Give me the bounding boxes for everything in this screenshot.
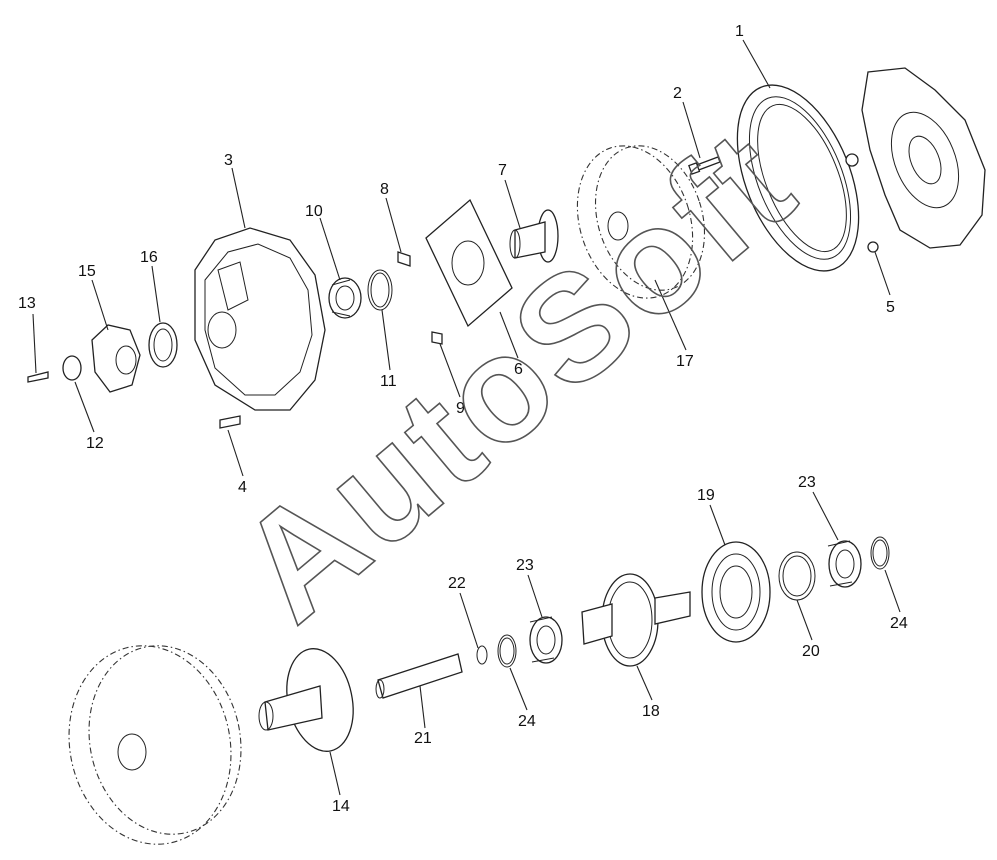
callout-24-right: 24: [890, 615, 908, 632]
part-engine-adapter-plate: [861, 67, 986, 249]
part-2-bolt: [688, 156, 721, 175]
part-8-bolt: [397, 251, 411, 267]
part-24-ring-left: [497, 634, 517, 668]
part-7-flange-shaft: [509, 209, 559, 263]
part-5-nut: [867, 241, 879, 253]
part-16-seal: [148, 322, 178, 368]
callout-21: 21: [414, 730, 432, 747]
callout-12: 12: [86, 435, 104, 452]
part-3-bell-housing: [194, 227, 326, 411]
part-17-torque-converter: [576, 145, 706, 299]
part-15-yoke: [91, 324, 141, 393]
part-22-snap-ring: [476, 645, 488, 665]
callout-23-left: 23: [516, 557, 534, 574]
part-torque-converter-bottom: [68, 645, 242, 845]
callout-9: 9: [456, 400, 465, 417]
callout-2: 2: [673, 85, 682, 102]
part-24-ring-right: [870, 536, 890, 570]
callout-16: 16: [140, 249, 158, 266]
part-1-housing-ring: [736, 84, 860, 272]
part-12-washer: [62, 355, 82, 381]
callout-24-left: 24: [518, 713, 536, 730]
callout-20: 20: [802, 643, 820, 660]
callout-8: 8: [380, 181, 389, 198]
callout-15: 15: [78, 263, 96, 280]
part-10-bearing: [328, 277, 362, 319]
callout-5: 5: [886, 299, 895, 316]
callout-23-right: 23: [798, 474, 816, 491]
part-23-bearing-right: [827, 540, 862, 588]
part-13-bolt: [27, 371, 49, 383]
callout-6: 6: [514, 361, 523, 378]
callout-13: 13: [18, 295, 36, 312]
callout-22: 22: [448, 575, 466, 592]
callout-14: 14: [332, 798, 350, 815]
part-20-snap-ring: [778, 551, 816, 601]
callout-17: 17: [676, 353, 694, 370]
callout-18: 18: [642, 703, 660, 720]
part-23-bearing-left: [529, 616, 563, 664]
callout-1: 1: [735, 23, 744, 40]
part-11-snap-ring: [367, 269, 393, 311]
leader-lines: [32, 39, 901, 796]
callout-3: 3: [224, 152, 233, 169]
part-9-bolt: [431, 331, 443, 345]
callout-7: 7: [498, 162, 507, 179]
callout-19: 19: [697, 487, 715, 504]
part-18-gear-shaft: [581, 573, 691, 667]
part-4-bolt: [219, 415, 241, 429]
callout-11: 11: [380, 373, 397, 390]
callout-10: 10: [305, 203, 323, 220]
callout-4: 4: [238, 479, 247, 496]
part-21-input-shaft: [375, 653, 463, 699]
part-6-flex-plate: [425, 198, 513, 328]
part-14-stator-support: [258, 648, 354, 752]
callout-labels: 1 2 3 4 5 6 7 8 9 10 11 12 13 14 15 16 1…: [18, 23, 908, 815]
part-19-gear: [701, 541, 771, 643]
